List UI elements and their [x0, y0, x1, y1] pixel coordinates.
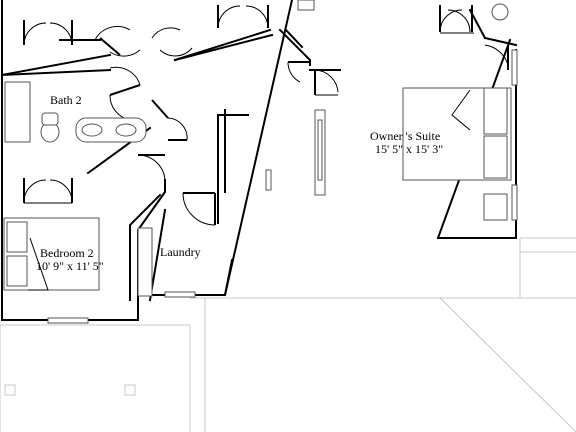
door-suite-top: [287, 61, 339, 96]
closet-rod-inner: [317, 119, 323, 181]
laundry-window: [164, 291, 196, 298]
door-top-closet: [217, 5, 269, 29]
room-name-owners-suite: Owner 's Suite: [370, 129, 440, 143]
room-dims-bedroom2: 10' 9" x 11' 5": [36, 259, 104, 273]
door-bath-low: [151, 99, 188, 141]
walls: [0, 0, 518, 321]
doors: [23, 5, 509, 226]
door-suite-bath: [484, 44, 509, 70]
door-bedroom2-entry: [137, 154, 166, 183]
door-bedroom2-closet: [23, 178, 73, 204]
pillow-2: [6, 255, 28, 287]
room-labels: Bath 2 Bedroom 2 10' 9" x 11' 5" Laundry…: [36, 93, 443, 273]
door-laundry: [182, 192, 216, 226]
sink-left: [81, 123, 103, 137]
site-lines: [0, 237, 576, 432]
toilet-tank: [41, 112, 59, 126]
suite-fixture-circle: [491, 3, 509, 21]
room-dims-owners-suite: 15' 5" x 15' 3": [375, 142, 443, 156]
room-name-bath2: Bath 2: [50, 93, 82, 107]
door-bath-top-left: [23, 20, 73, 46]
top-right-fixture: [297, 0, 315, 11]
door-hall-1: [94, 26, 141, 57]
bedroom2-window: [47, 317, 89, 324]
door-hall-2: [151, 27, 193, 57]
side-table: [483, 193, 508, 221]
suite-window-bottom: [511, 184, 518, 221]
fixtures: [3, 0, 518, 324]
room-name-bedroom2: Bedroom 2: [40, 246, 94, 260]
sink-right: [115, 123, 137, 137]
nightstand-top: [483, 87, 508, 135]
door-bath-mid: [109, 66, 141, 121]
door-suite-closet: [439, 5, 474, 34]
hall-post: [265, 169, 272, 191]
suite-window-top: [511, 49, 518, 86]
bathtub: [4, 81, 31, 143]
nightstand-bottom: [483, 135, 508, 179]
laundry-shelf: [137, 227, 153, 297]
pillow-1: [6, 221, 28, 253]
room-name-laundry: Laundry: [160, 245, 201, 259]
